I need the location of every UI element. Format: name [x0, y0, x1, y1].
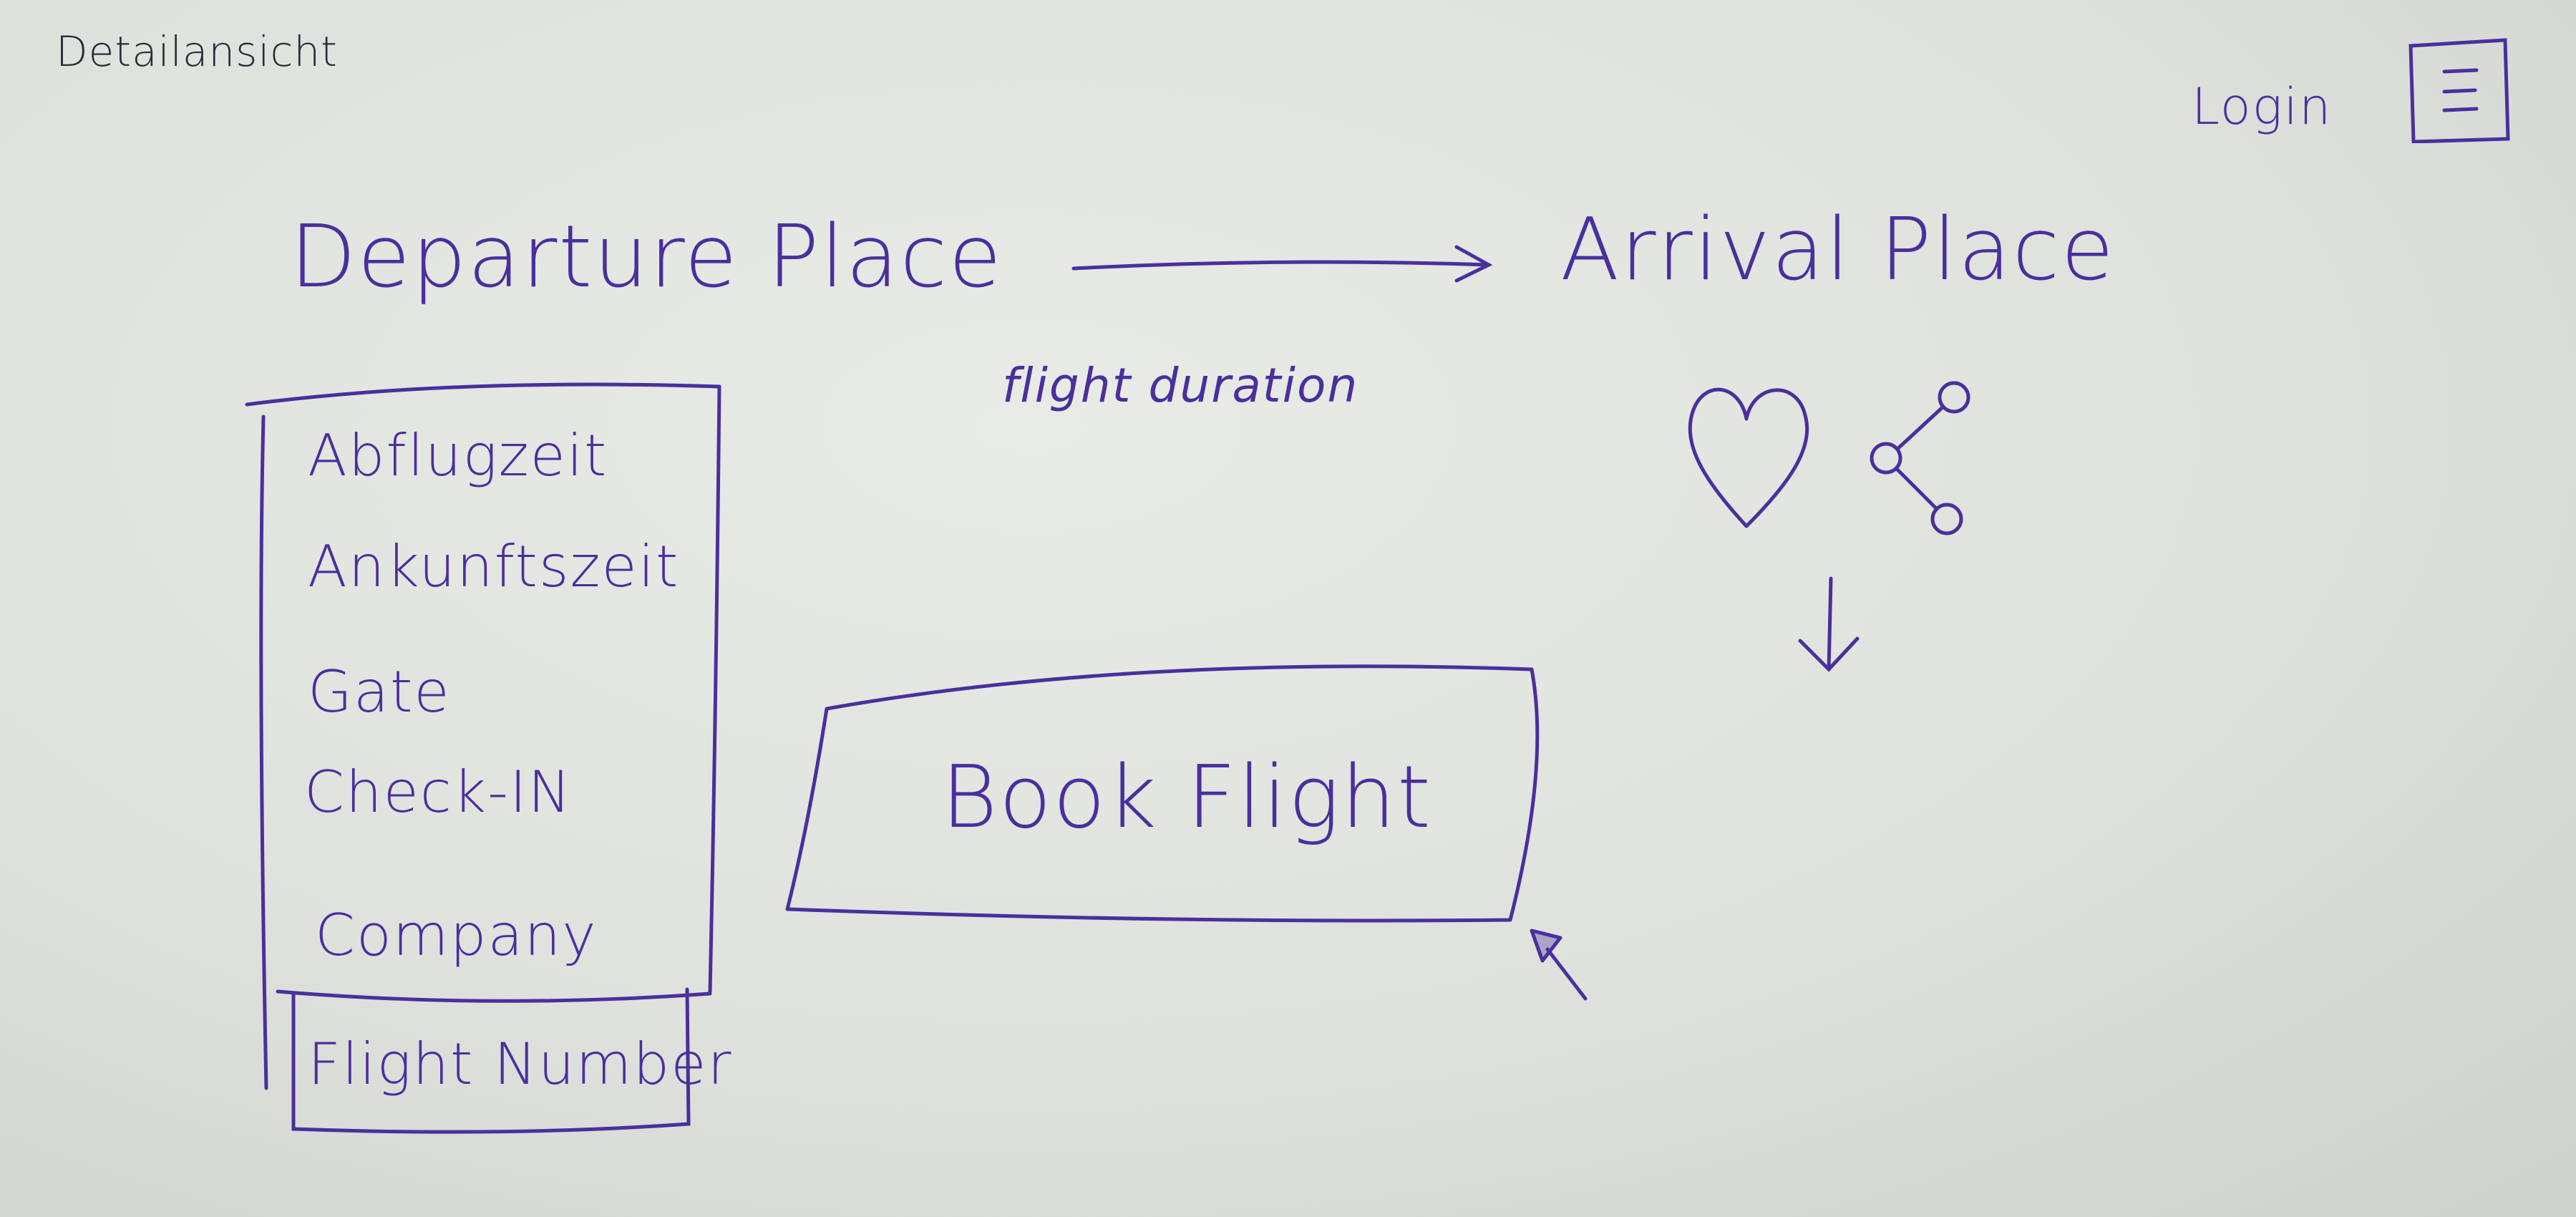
heart-icon [1688, 387, 1809, 528]
share-button[interactable] [1854, 372, 1990, 544]
page-title: Detailansicht [56, 27, 338, 76]
hamburger-menu-icon [2409, 38, 2510, 143]
flight-duration: flight duration [1002, 358, 1359, 413]
departure-place: Departure Place [290, 208, 1003, 307]
right-arrow-icon [1071, 245, 1493, 283]
share-icon [1870, 381, 1970, 535]
details-card [245, 382, 721, 1134]
departure-time-field: Abflugzeit [308, 422, 608, 489]
checkin-field: Check-IN [304, 759, 573, 825]
company-field: Company [315, 902, 598, 969]
arrival-time-field: Ankunftszeit [308, 533, 680, 600]
arrival-place: Arrival Place [1560, 200, 2116, 300]
menu-button[interactable] [2405, 36, 2512, 143]
book-flight-button[interactable] [773, 637, 1560, 945]
flight-number-field: Flight Number [308, 1031, 733, 1097]
gate-field: Gate [308, 659, 451, 725]
book-flight-label: Book Flight [941, 748, 1432, 848]
login-link[interactable]: Login [2192, 77, 2333, 136]
mouse-cursor-icon [1530, 928, 1588, 1001]
down-arrow-icon [1798, 576, 1860, 672]
favorite-button[interactable] [1675, 365, 1818, 544]
